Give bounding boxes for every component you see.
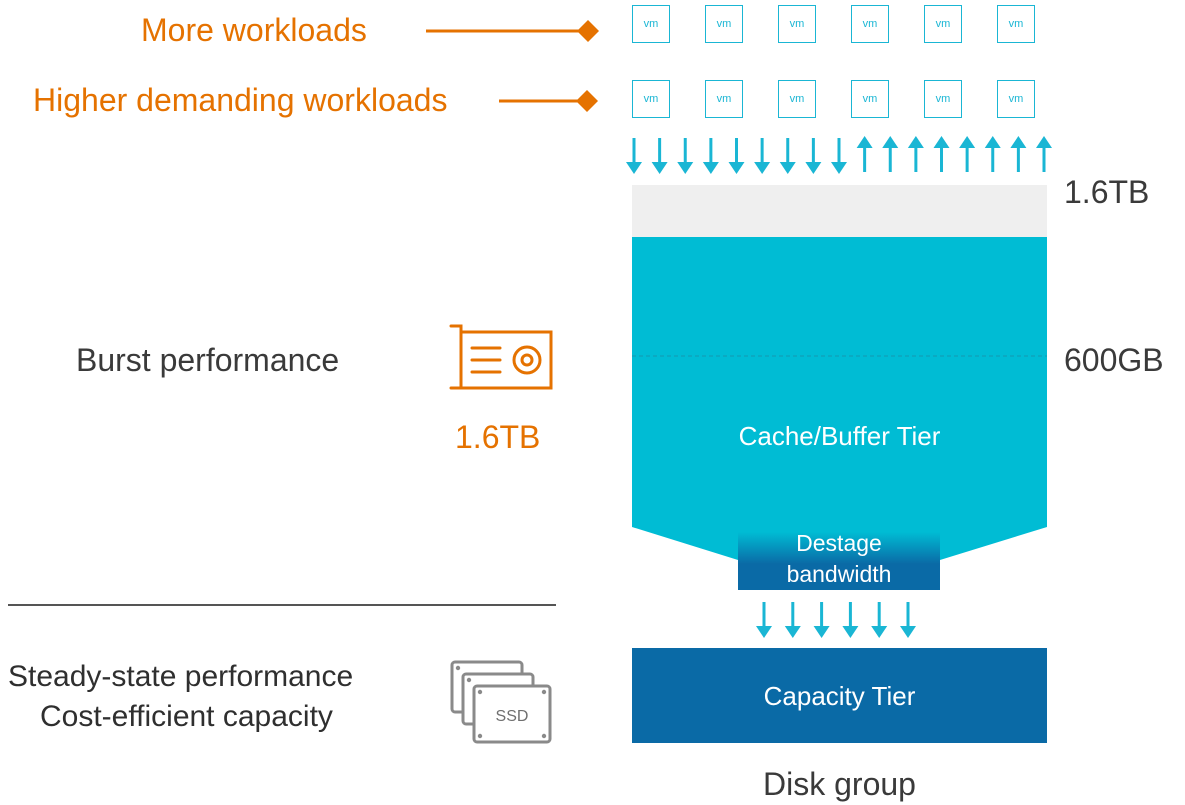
down-arrow-icon <box>651 138 668 174</box>
vm-box: vm <box>997 80 1035 118</box>
down-arrow-icon <box>728 138 745 174</box>
destage-arrow-icon <box>900 602 916 638</box>
up-arrow-icon <box>1010 136 1027 172</box>
down-arrow-icon <box>626 138 642 174</box>
destage-arrows <box>756 602 916 638</box>
up-arrow-icon <box>882 136 899 172</box>
vm-box: vm <box>632 5 670 43</box>
destage-bandwidth-label: Destage bandwidth <box>738 528 940 590</box>
vm-box: vm <box>705 80 743 118</box>
disk-group-shape <box>632 185 1047 590</box>
up-arrow-icon <box>984 136 1001 172</box>
destage-line2: bandwidth <box>786 561 892 587</box>
destage-arrow-icon <box>784 602 801 638</box>
steady-state-label: Steady-state performance <box>8 660 354 693</box>
destage-arrow-icon <box>842 602 859 638</box>
ssd-label: SSD <box>496 708 529 725</box>
higher-workloads-connector <box>499 90 598 112</box>
capacity-tier-block <box>632 648 1047 743</box>
down-arrow-icon <box>702 138 719 174</box>
vm-box: vm <box>851 80 889 118</box>
destage-line1: Destage <box>796 530 882 556</box>
free-space-band <box>632 185 1047 237</box>
ssd-stack-icon: SSD <box>450 660 552 744</box>
down-arrow-icon <box>805 138 822 174</box>
top-size-label: 1.6TB <box>1064 174 1150 210</box>
up-arrow-icon <box>907 136 924 172</box>
vm-box: vm <box>705 5 743 43</box>
burst-size-label: 1.6TB <box>455 419 541 455</box>
vm-box: vm <box>778 80 816 118</box>
more-workloads-label: More workloads <box>141 12 367 48</box>
destage-arrow-icon <box>871 602 888 638</box>
down-arrow-icon <box>831 138 847 174</box>
cache-tier-label: Cache/Buffer Tier <box>738 421 941 451</box>
up-arrow-icon <box>1036 136 1052 172</box>
vm-box: vm <box>851 5 889 43</box>
cache-tier-block <box>632 237 1047 523</box>
burst-performance-label: Burst performance <box>76 342 340 378</box>
higher-demanding-workloads-label: Higher demanding workloads <box>33 82 448 118</box>
destage-arrow-icon <box>813 602 830 638</box>
down-arrow-icon <box>677 138 694 174</box>
io-arrows <box>626 136 1052 174</box>
up-arrow-icon <box>933 136 950 172</box>
capacity-tier-label: Capacity Tier <box>763 681 916 711</box>
mid-size-label: 600GB <box>1064 342 1164 378</box>
nvme-card-icon <box>449 324 553 390</box>
cost-efficient-label: Cost-efficient capacity <box>40 700 333 733</box>
vm-box: vm <box>924 5 962 43</box>
more-workloads-connector <box>426 20 599 42</box>
section-divider <box>8 604 556 606</box>
down-arrow-icon <box>754 138 771 174</box>
vm-box: vm <box>778 5 816 43</box>
vm-box: vm <box>924 80 962 118</box>
down-arrow-icon <box>779 138 796 174</box>
up-arrow-icon <box>856 136 873 172</box>
vm-box: vm <box>632 80 670 118</box>
destage-arrow-icon <box>756 602 772 638</box>
destage-block <box>738 532 940 590</box>
vm-box: vm <box>997 5 1035 43</box>
disk-group-label: Disk group <box>763 766 916 802</box>
up-arrow-icon <box>959 136 976 172</box>
